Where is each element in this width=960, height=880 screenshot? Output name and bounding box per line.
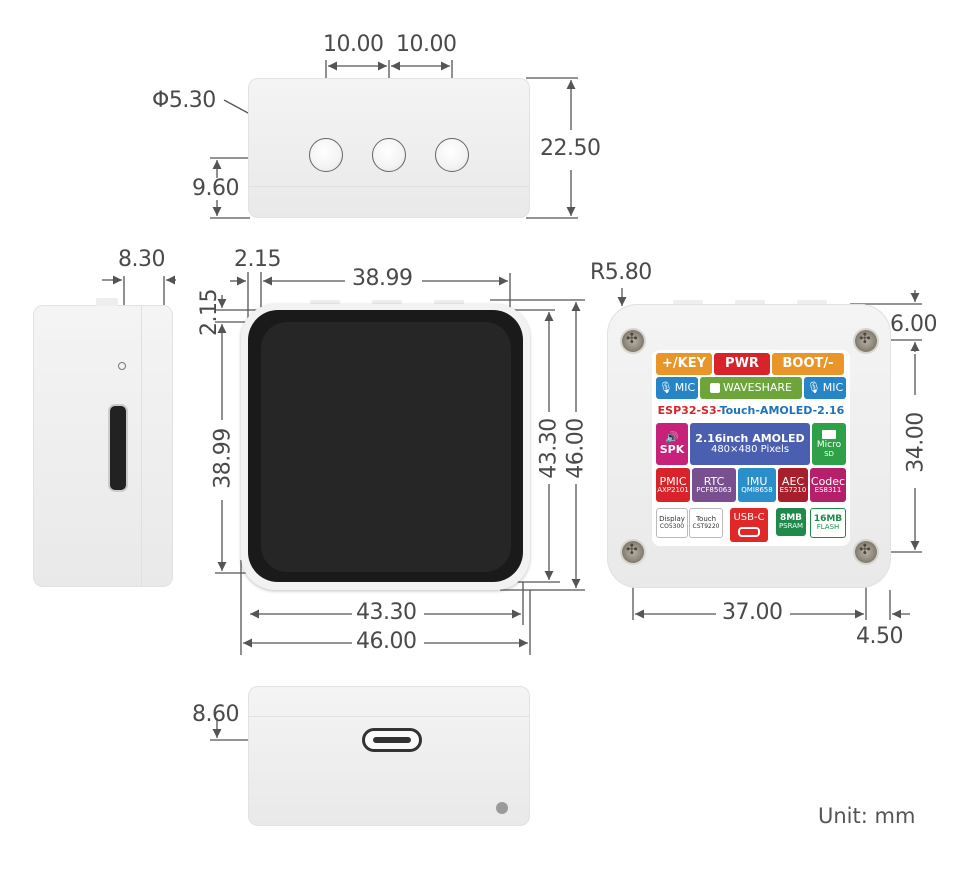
label-boot: BOOT/- [772, 353, 844, 375]
dim-screw-vertical-spacing: 34.00 [903, 412, 929, 473]
display-active-area [261, 322, 511, 572]
usb-c-port-inner [373, 737, 411, 743]
key-button [309, 138, 343, 172]
microphone-icon: 🎙 [806, 381, 821, 395]
dim-inner-height: 43.30 [536, 418, 562, 479]
back-label-sticker: +/KEY PWR BOOT/- 🎙MIC WAVESHARE 🎙MIC ESP… [652, 350, 850, 546]
screw-top-left [622, 330, 644, 352]
bottom-view-case [248, 686, 530, 826]
sd-card-icon [822, 430, 836, 440]
usb-c-icon [738, 526, 760, 537]
label-speaker: 🔊SPK [656, 423, 688, 465]
label-pwr: PWR [714, 353, 770, 375]
dim-corner-radius: R5.80 [590, 260, 652, 285]
screw-bottom-left [622, 541, 644, 563]
label-mic-right: 🎙MIC [804, 377, 846, 399]
dim-screw-horizontal-spacing: 37.00 [722, 600, 783, 625]
screw-bottom-right [855, 541, 877, 563]
dim-display-width: 38.99 [352, 266, 413, 291]
mic-hole [118, 362, 126, 370]
label-usb-c: USB-C [730, 508, 768, 542]
pwr-button [372, 138, 406, 172]
unit-label: Unit: mm [818, 804, 916, 828]
label-key: +/KEY [656, 353, 712, 375]
sd-card-slot [110, 406, 126, 490]
dim-button-height: 9.60 [192, 176, 239, 201]
dim-inner-width: 43.30 [356, 600, 417, 625]
dim-button-diameter: Φ5.30 [152, 88, 216, 113]
dim-usbc-offset: 8.60 [192, 702, 239, 727]
boot-button [435, 138, 469, 172]
label-product-title: ESP32-S3-Touch-AMOLED-2.16 [657, 404, 845, 417]
dim-depth: 22.50 [540, 136, 601, 161]
waveshare-logo-icon [710, 383, 721, 393]
dim-sd-offset: 8.30 [118, 247, 165, 272]
side-button-nub [96, 298, 118, 306]
dim-bezel-top: 2.15 [196, 289, 222, 336]
dim-bezel-left: 2.15 [234, 247, 281, 272]
speaker-icon: 🔊 [665, 431, 679, 445]
screw-top-right [855, 330, 877, 352]
dim-screw-offset-top: 6.00 [890, 312, 937, 337]
left-side-case [33, 305, 173, 587]
dim-outer-height: 46.00 [563, 418, 589, 479]
top-view-seam [248, 186, 530, 187]
reset-hole [496, 802, 508, 814]
usb-c-port [362, 728, 422, 752]
dim-screw-offset-side: 4.50 [856, 624, 903, 649]
dim-outer-width: 46.00 [356, 629, 417, 654]
left-side-seam [141, 305, 142, 587]
bottom-view-seam [248, 716, 530, 717]
label-mic-left: 🎙MIC [656, 377, 698, 399]
dim-display-height: 38.99 [210, 428, 236, 489]
amoled-display [248, 310, 523, 582]
microphone-icon: 🎙 [658, 381, 673, 395]
label-waveshare: WAVESHARE [700, 377, 802, 399]
dim-button-spacing-2: 10.00 [396, 32, 457, 57]
dim-button-spacing-1: 10.00 [323, 32, 384, 57]
